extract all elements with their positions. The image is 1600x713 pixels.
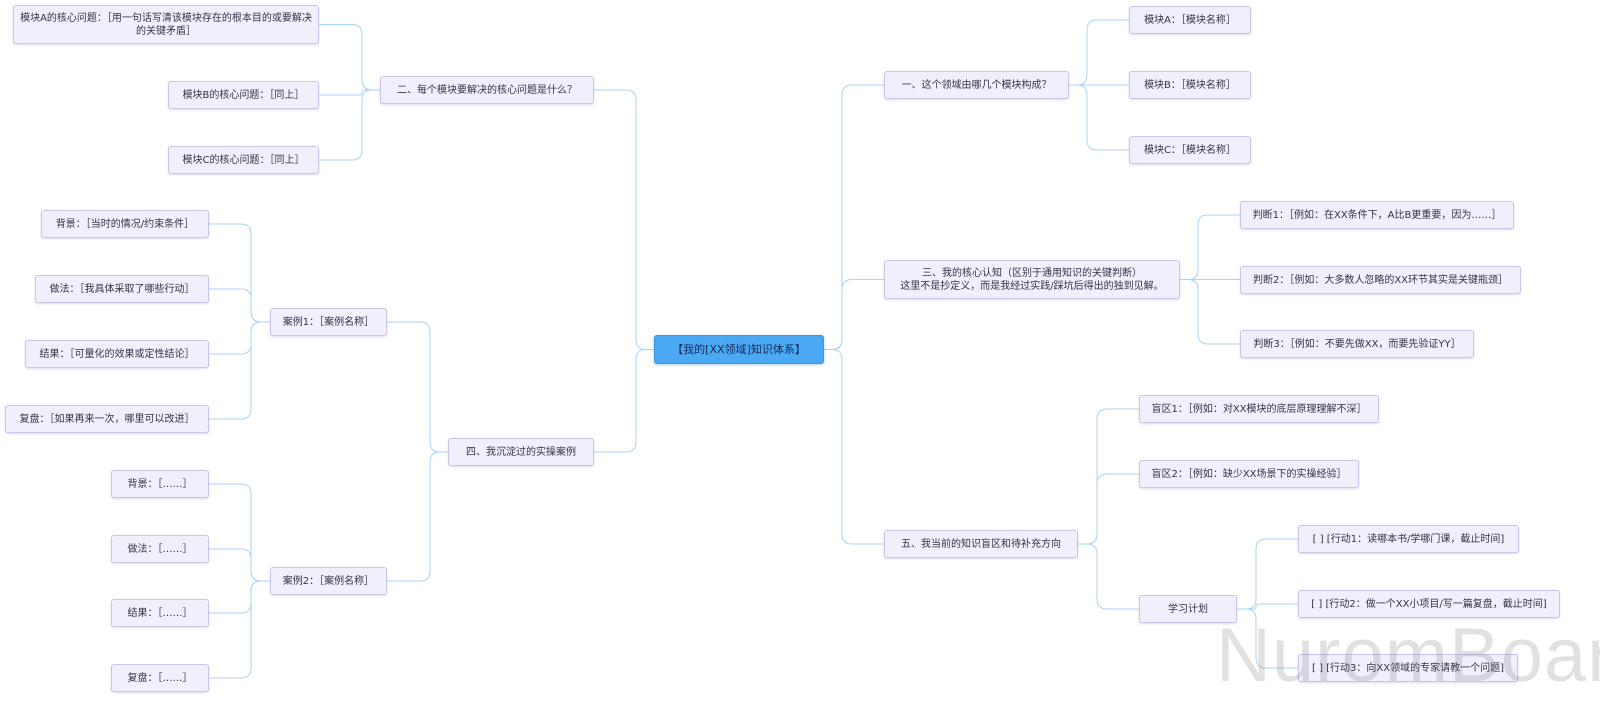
connector-line [209,483,270,582]
action-1-node[interactable]: [ ] [行动1：读哪本书/学哪门课，截止时间] [1298,525,1519,553]
root-node[interactable]: 【我的[XX领域]知识体系】 [654,335,824,364]
connector-line [209,580,270,679]
branch-core-questions[interactable]: 二、每个模块要解决的核心问题是什么？ [380,76,594,104]
connector-line [319,89,380,96]
judgement-2-node[interactable]: 判断2：［例如：大多数人忽略的XX环节其实是关键瓶颈］ [1240,266,1521,294]
module-a-question-node[interactable]: 模块A的核心问题：［用一句话写清该模块存在的根本目的或要解决 的关键矛盾］ [13,5,319,44]
connector-line [1180,279,1240,345]
branch-modules[interactable]: 一、这个领域由哪几个模块构成？ [884,71,1069,99]
connector-line [209,580,270,614]
learning-plan-node[interactable]: 学习计划 [1139,595,1237,623]
connector-line [1237,608,1298,669]
gap-2-node[interactable]: 盲区2：［例如：缺少XX场景下的实操经验］ [1139,460,1359,488]
case-1-review-node[interactable]: 复盘：［如果再来一次，哪里可以改进］ [5,405,209,433]
case-1-result-node[interactable]: 结果：［可量化的效果或定性结论］ [25,340,209,368]
action-2-node[interactable]: [ ] [行动2：做一个XX小项目/写一篇复盘，截止时间] [1298,590,1560,618]
connector-line [1237,538,1298,610]
module-a-node[interactable]: 模块A：［模块名称］ [1129,6,1251,34]
connector-line [594,349,654,453]
connector-line [1180,214,1240,280]
case-1-background-node[interactable]: 背景：［当时的情况/约束条件］ [41,210,209,238]
branch-core-insights[interactable]: 三、我的核心认知（区别于通用知识的关键判断） 这里不是抄定义，而是我经过实践/踩… [884,260,1180,299]
judgement-3-node[interactable]: 判断3：［例如：不要先做XX，而要先验证YY］ [1240,330,1474,358]
connector-line [824,349,884,545]
connector-line [1078,543,1139,610]
connector-line [824,84,884,350]
connector-line [387,321,448,453]
branch-knowledge-gaps[interactable]: 五、我当前的知识盲区和待补充方向 [884,530,1078,558]
connector-line [209,321,270,420]
case-2-node[interactable]: 案例2：［案例名称］ [270,567,387,595]
connector-line [1237,603,1298,610]
connector-line [1069,84,1129,151]
case-2-result-node[interactable]: 结果：［……］ [111,599,209,627]
connector-line [1078,408,1139,545]
module-b-node[interactable]: 模块B：［模块名称］ [1129,71,1251,99]
connector-line [824,279,884,350]
connector-line [319,24,380,91]
case-2-approach-node[interactable]: 做法：［……］ [111,535,209,563]
gap-1-node[interactable]: 盲区1：［例如：对XX模块的底层原理理解不深］ [1139,395,1379,423]
watermark-logo: NuromBoard [1216,613,1600,698]
connector-line [209,223,270,323]
branch-practice-cases[interactable]: 四、我沉淀过的实操案例 [448,438,594,466]
connector-line [1078,473,1139,545]
module-b-question-node[interactable]: 模块B的核心问题：［同上］ [168,81,319,109]
connector-line [209,548,270,582]
connector-line [1069,19,1129,86]
connector-line [319,89,380,161]
module-c-question-node[interactable]: 模块C的核心问题：［同上］ [168,146,319,174]
connector-line [387,451,448,582]
case-2-background-node[interactable]: 背景：［……］ [111,470,209,498]
module-c-node[interactable]: 模块C：［模块名称］ [1129,136,1251,164]
connector-line [209,321,270,355]
action-3-node[interactable]: [ ] [行动3：向XX领域的专家请教一个问题] [1298,654,1518,682]
connector-line [209,288,270,323]
connector-line [594,89,654,350]
judgement-1-node[interactable]: 判断1：［例如：在XX条件下，A比B更重要，因为……］ [1240,201,1514,229]
case-2-review-node[interactable]: 复盘：［……］ [111,664,209,692]
case-1-approach-node[interactable]: 做法：［我具体采取了哪些行动］ [35,275,209,303]
case-1-node[interactable]: 案例1：［案例名称］ [270,308,387,336]
